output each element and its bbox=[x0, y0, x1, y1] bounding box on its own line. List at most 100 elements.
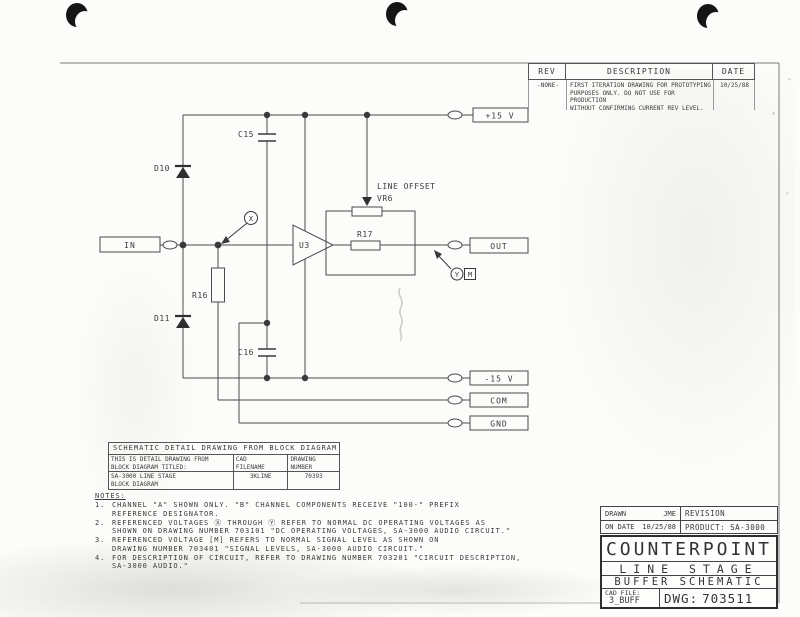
company-name: COUNTERPOINT bbox=[602, 537, 776, 562]
detail-table-headers: THIS IS DETAIL DRAWING FROM BLOCK DIAGRA… bbox=[109, 455, 339, 472]
punch-hole bbox=[386, 2, 415, 31]
punch-hole bbox=[66, 3, 95, 32]
potentiometer-vr6: LINE OFFSET VR6 bbox=[351, 182, 435, 217]
testpoint-ym-callout: Y M bbox=[434, 250, 476, 281]
terminal-com-label: COM bbox=[490, 397, 507, 406]
drawn-revision-row: DRAWN JME REVISION bbox=[601, 507, 777, 520]
r16-label: R16 bbox=[192, 291, 208, 300]
testpoint-y-label: Y bbox=[455, 271, 460, 279]
connector-pin-icon bbox=[447, 110, 463, 120]
note-text: CHANNEL "A" SHOWN ONLY. "B" CHANNEL COMP… bbox=[112, 501, 460, 518]
detail-table-title: SCHEMATIC DETAIL DRAWING FROM BLOCK DIAG… bbox=[109, 443, 339, 455]
detail-col3-header: DRAWING NUMBER bbox=[287, 455, 339, 472]
vr6-label: VR6 bbox=[377, 194, 393, 203]
note-item: 4. FOR DESCRIPTION OF CIRCUIT, REFER TO … bbox=[95, 554, 590, 571]
block-diagram-title: SA-3000 LINE STAGE BLOCK DIAGRAM bbox=[111, 473, 177, 488]
title-block: DRAWN JME REVISION ON DATE 10/25/88 PROD… bbox=[600, 506, 778, 609]
terminal-in: IN bbox=[99, 236, 178, 253]
connector-pin-icon bbox=[447, 418, 463, 428]
note-item: 3. REFERENCED VOLTAGE [M] REFERS TO NORM… bbox=[95, 536, 590, 553]
circuit-wires bbox=[160, 114, 473, 424]
detail-col2-header: CAD FILENAME bbox=[232, 455, 288, 472]
d10-label: D10 bbox=[154, 164, 170, 173]
revision-table: REV DESCRIPTION DATE -NONE- FIRST ITERAT… bbox=[528, 63, 755, 112]
connector-pin-icon bbox=[447, 240, 463, 250]
date-column-header: DATE bbox=[713, 63, 755, 80]
cad-file-cell: CAD FILE: 3_BUFF bbox=[602, 589, 660, 607]
terminal-com: COM bbox=[447, 392, 529, 408]
cad-file-label: CAD FILE: bbox=[605, 589, 641, 597]
scan-speck bbox=[788, 78, 791, 80]
junction-dots bbox=[179, 111, 371, 382]
revision-date: 10/25/88 bbox=[713, 80, 755, 110]
detail-table: SCHEMATIC DETAIL DRAWING FROM BLOCK DIAG… bbox=[108, 442, 340, 490]
terminal-plus15: +15 V bbox=[447, 107, 529, 123]
title-block-info-rows: DRAWN JME REVISION ON DATE 10/25/88 PROD… bbox=[600, 506, 778, 534]
connector-pin-icon bbox=[447, 395, 463, 405]
dwg-value: 703511 bbox=[702, 590, 754, 606]
title-block-main: COUNTERPOINT LINE STAGE BUFFER SCHEMATIC… bbox=[600, 535, 778, 609]
terminal-out: OUT bbox=[447, 237, 529, 254]
r17-label: R17 bbox=[357, 230, 373, 239]
resistor-r16: R16 bbox=[192, 267, 225, 303]
detail-table-row: SA-3000 LINE STAGE BLOCK DIAGRAM 3KLINE … bbox=[109, 472, 339, 489]
rev-column-header: REV bbox=[528, 63, 566, 80]
c16-label: C16 bbox=[238, 348, 254, 357]
diode-d11: D11 bbox=[154, 314, 191, 328]
terminal-minus15: -15 V bbox=[447, 370, 529, 386]
scan-speck bbox=[786, 192, 788, 195]
note-text: REFERENCED VOLTAGE [M] REFERS TO NORMAL … bbox=[112, 536, 440, 553]
opamp-u3: U3 bbox=[292, 224, 335, 266]
note-number: 3. bbox=[95, 536, 106, 545]
punch-hole bbox=[697, 4, 726, 33]
note-text: FOR DESCRIPTION OF CIRCUIT, REFER TO DRA… bbox=[112, 553, 522, 570]
product-value: PRODUCT: SA-3000 bbox=[685, 522, 766, 532]
terminal-minus15-label: -15 V bbox=[484, 375, 513, 384]
note-item: 1. CHANNEL "A" SHOWN ONLY. "B" CHANNEL C… bbox=[95, 501, 590, 518]
notes-section: NOTES: 1. CHANNEL "A" SHOWN ONLY. "B" CH… bbox=[95, 492, 590, 571]
drawn-value: JME bbox=[663, 509, 676, 518]
terminal-plus15-label: +15 V bbox=[485, 112, 514, 121]
revision-label: REVISION bbox=[685, 509, 726, 518]
terminal-out-label: OUT bbox=[490, 242, 507, 251]
revision-description: FIRST ITERATION DRAWING FOR PROTOTYPING … bbox=[566, 80, 713, 112]
note-number: 1. bbox=[95, 501, 106, 510]
detail-col1-header: THIS IS DETAIL DRAWING FROM BLOCK DIAGRA… bbox=[109, 455, 233, 472]
revision-table-header: REV DESCRIPTION DATE bbox=[528, 63, 755, 80]
scan-speck bbox=[772, 112, 775, 115]
capacitor-c15: C15 bbox=[238, 130, 276, 142]
note-text: REFERENCED VOLTAGES Ⓧ THROUGH Ⓨ REFER TO… bbox=[112, 518, 511, 535]
diode-d10: D10 bbox=[154, 164, 191, 178]
drawing-number-value: 70393 bbox=[287, 472, 339, 489]
u3-label: U3 bbox=[299, 241, 310, 250]
connector-pin-icon bbox=[447, 373, 463, 383]
terminal-gnd-label: GND bbox=[490, 420, 507, 429]
rev-value: -NONE- bbox=[528, 80, 566, 110]
d11-label: D11 bbox=[154, 314, 170, 323]
handwritten-smudge bbox=[398, 287, 403, 342]
terminal-in-label: IN bbox=[124, 241, 136, 250]
resistor-r17: R17 bbox=[350, 230, 381, 251]
line-offset-label: LINE OFFSET bbox=[377, 182, 435, 191]
description-column-header: DESCRIPTION bbox=[566, 63, 713, 80]
testpoint-x-label: X bbox=[249, 215, 254, 223]
note-number: 2. bbox=[95, 518, 106, 527]
date-label: ON DATE bbox=[605, 523, 635, 531]
testpoint-x-callout: X bbox=[221, 211, 258, 244]
cad-file-value: 3_BUFF bbox=[609, 596, 640, 607]
dwg-cell: DWG: 703511 bbox=[660, 589, 776, 607]
cad-filename-value: 3KLINE bbox=[232, 472, 288, 489]
revision-table-row: -NONE- FIRST ITERATION DRAWING FOR PROTO… bbox=[528, 80, 755, 112]
notes-heading: NOTES: bbox=[95, 492, 126, 500]
c15-label: C15 bbox=[238, 130, 254, 139]
dwg-label: DWG: bbox=[664, 590, 699, 606]
date-product-row: ON DATE 10/25/88 PRODUCT: SA-3000 bbox=[601, 520, 777, 533]
drawing-title-line2: BUFFER SCHEMATIC bbox=[602, 576, 776, 589]
cad-dwg-row: CAD FILE: 3_BUFF DWG: 703511 bbox=[602, 589, 776, 607]
date-value: 10/25/88 bbox=[642, 523, 676, 531]
note-item: 2. REFERENCED VOLTAGES Ⓧ THROUGH Ⓨ REFER… bbox=[95, 519, 590, 536]
capacitor-c16: C16 bbox=[238, 348, 276, 357]
drawing-title-line1: LINE STAGE bbox=[602, 562, 776, 576]
